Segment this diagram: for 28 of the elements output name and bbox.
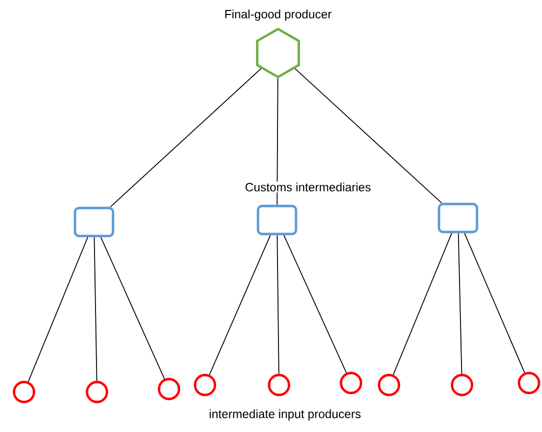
circle-node	[12, 380, 36, 404]
connector-line	[100, 236, 165, 380]
circle-node	[268, 374, 290, 396]
circle-node	[86, 380, 108, 404]
circle-node	[158, 378, 180, 400]
group-label: intermediate input producers	[208, 408, 362, 422]
connector-line	[464, 232, 526, 374]
connector-line	[276, 234, 280, 374]
connector-line	[294, 68, 442, 204]
group-label: Customs intermediaries	[244, 182, 372, 192]
circle-node	[450, 374, 474, 396]
connector-line	[94, 236, 98, 382]
connector-line	[276, 78, 278, 206]
circle-node	[378, 374, 400, 396]
circle-node	[518, 372, 540, 394]
hexagon-node: Final-good producer	[225, 10, 332, 78]
connector-line	[110, 68, 262, 208]
node-label: Final-good producer	[225, 10, 332, 21]
circle-node	[340, 372, 362, 394]
connector-line	[458, 232, 462, 374]
rounded-box	[74, 206, 114, 238]
circle-node	[194, 374, 216, 396]
connector-line	[392, 232, 452, 376]
connector-line	[28, 236, 88, 382]
rounded-box	[438, 202, 478, 234]
connector-line	[209, 234, 271, 376]
connector-line	[283, 234, 347, 374]
rounded-box	[256, 204, 298, 236]
